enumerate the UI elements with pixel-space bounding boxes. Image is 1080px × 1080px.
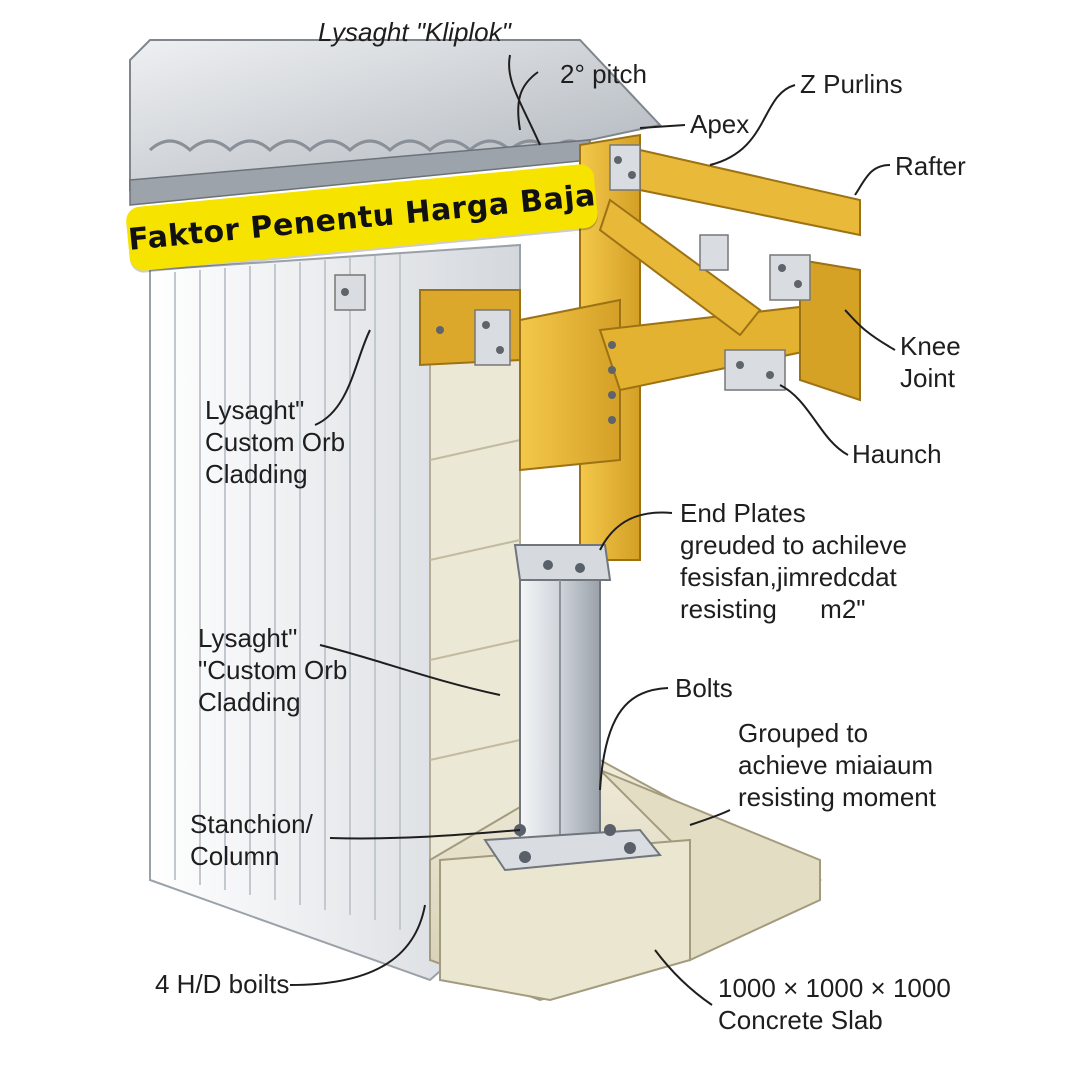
wall-cladding (149, 243, 521, 982)
leader-lines (289, 54, 896, 1006)
label-z-purlins: Z Purlins (800, 69, 903, 99)
label-apex: Apex (690, 109, 750, 139)
label-rafter: Rafter (895, 151, 966, 181)
label-roof-sheet: Lysaght "Kliplok" (318, 17, 511, 47)
label-bolts: Bolts (675, 673, 733, 703)
end-plates (334, 144, 811, 391)
label-pitch: 2° pitch (560, 59, 648, 89)
label-haunch: Haunch (852, 439, 942, 469)
label-grouped: Grouped to achieve miaiaum resisting mom… (738, 718, 936, 812)
label-knee-joint: Knee Joint (900, 331, 961, 393)
frame-bolts (341, 156, 802, 424)
steel-column (483, 544, 662, 872)
label-cladding-lower: Lysaght" "Custom Orb Cladding (198, 623, 348, 717)
roof-sheeting (129, 39, 662, 206)
label-cladding-upper: Lysaght" Custom Orb Cladding (205, 395, 346, 489)
label-end-plates: End Plates greuded to achilеve fesisfan,… (680, 498, 907, 624)
block-pier (429, 328, 521, 862)
timber-frame (419, 133, 861, 561)
label-concrete-slab: 1000 × 1000 × 1000 Concrete Slab (718, 973, 951, 1035)
label-hd-bolts: 4 H/D boilts (155, 969, 290, 999)
label-stanchion: Stanchion/ Column (190, 809, 313, 871)
